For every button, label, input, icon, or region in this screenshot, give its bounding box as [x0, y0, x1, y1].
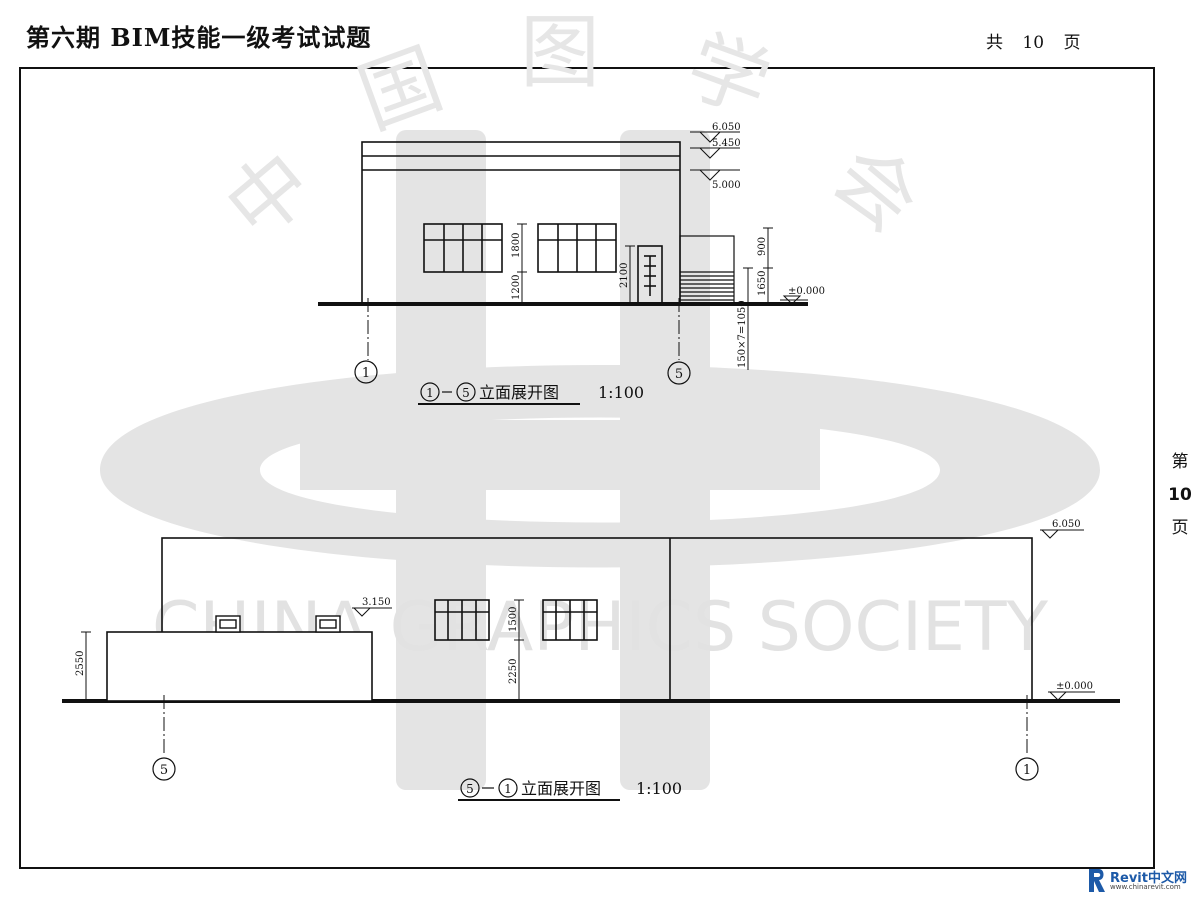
level-marks — [690, 131, 808, 305]
dim-window-height — [514, 599, 524, 702]
axis-label-1: 1 — [1023, 763, 1031, 778]
revit-r-icon — [1089, 869, 1105, 892]
window-right — [542, 599, 598, 641]
watermark-char-4: 学 — [675, 18, 782, 133]
axis-label-5: 5 — [675, 367, 683, 382]
dim-900: 900 — [757, 237, 768, 256]
level-ground: ±0.000 — [1056, 681, 1093, 692]
door — [637, 245, 663, 305]
side-number: 10 — [1168, 485, 1192, 505]
dim-2100: 2100 — [619, 263, 630, 288]
side-suffix: 页 — [1171, 518, 1189, 538]
page-title: 第六期 BIM技能一级考试试题 — [26, 23, 372, 52]
axis-label-1: 1 — [362, 366, 370, 381]
title-scale: 1:100 — [636, 779, 682, 798]
dim-1500: 1500 — [508, 607, 519, 632]
dim-1800: 1800 — [511, 233, 522, 258]
dim-1650: 1650 — [757, 271, 768, 296]
low-block — [106, 631, 373, 702]
level-ground: ±0.000 — [788, 286, 825, 297]
level-6050: 6.050 — [1052, 519, 1081, 530]
watermark-ring — [100, 365, 1100, 568]
axis-bubble-5 — [152, 757, 176, 781]
window-small-1 — [215, 615, 241, 633]
axis-bubble-1 — [1015, 757, 1039, 781]
watermark-char-5: 会 — [816, 127, 937, 250]
total-count: 10 — [1022, 33, 1045, 53]
dim-door-height — [625, 245, 635, 305]
level-6050: 6.050 — [712, 122, 741, 133]
dim-stairs: 150×7=1050 — [737, 300, 748, 368]
title-bubble-b — [498, 778, 518, 798]
total-pages: 共 10 页 — [986, 28, 1094, 53]
level-5000: 5.000 — [712, 180, 741, 191]
dim-low-block — [81, 631, 91, 702]
window-small-2 — [315, 615, 341, 633]
dim-canopy — [743, 227, 773, 370]
axis-bubble-5 — [667, 361, 691, 385]
total-prefix: 共 — [986, 33, 1003, 53]
title-axis-b: 1 — [504, 782, 512, 796]
watermark-char-3: 图 — [520, 6, 600, 99]
window-left — [423, 223, 503, 273]
title-bubble-b — [456, 382, 476, 402]
title-bubble-a — [420, 382, 440, 402]
main-building-outline — [161, 537, 1033, 702]
elevation-5-1: 5 1 6.050 3.150 ±0.000 2550 1500 2250 — [62, 519, 1120, 801]
level-5450: 5.450 — [712, 138, 741, 149]
drawing-frame — [19, 67, 1155, 869]
elevation-1-5: 1 5 6.050 5.450 5.000 ±0.000 1800 1200 — [318, 122, 825, 405]
logo-brand: Revit中文网 — [1110, 871, 1187, 886]
watermark-cross-h — [300, 420, 820, 490]
watermark-char-2: 国 — [347, 32, 454, 147]
revit-logo[interactable]: Revit中文网 www.chinarevit.com — [1086, 866, 1196, 896]
dim-window-height — [517, 223, 527, 305]
level-marks — [352, 529, 1095, 701]
title-bubble-a — [460, 778, 480, 798]
title-axis-b: 5 — [462, 386, 470, 400]
side-prefix: 第 — [1171, 452, 1189, 472]
total-suffix: 页 — [1063, 33, 1081, 53]
entrance-canopy-stairs — [679, 235, 735, 305]
axis-label-5: 5 — [160, 763, 168, 778]
dim-2250: 2250 — [508, 659, 519, 684]
title-axis-a: 1 — [426, 386, 434, 400]
side-page-number: 第 10 页 — [1168, 446, 1192, 545]
window-left — [434, 599, 490, 641]
level-3150: 3.150 — [362, 597, 391, 608]
title-axis-a: 5 — [466, 782, 474, 796]
title-text: 立面展开图 — [479, 383, 559, 402]
title-scale: 1:100 — [598, 383, 644, 402]
logo-url: www.chinarevit.com — [1110, 883, 1181, 891]
dim-1200: 1200 — [511, 275, 522, 300]
watermark-char-1: 中 — [209, 134, 330, 257]
title-text: 立面展开图 — [521, 779, 601, 798]
dim-2550: 2550 — [75, 651, 86, 676]
axis-bubble-1 — [354, 360, 378, 384]
window-right — [537, 223, 617, 273]
